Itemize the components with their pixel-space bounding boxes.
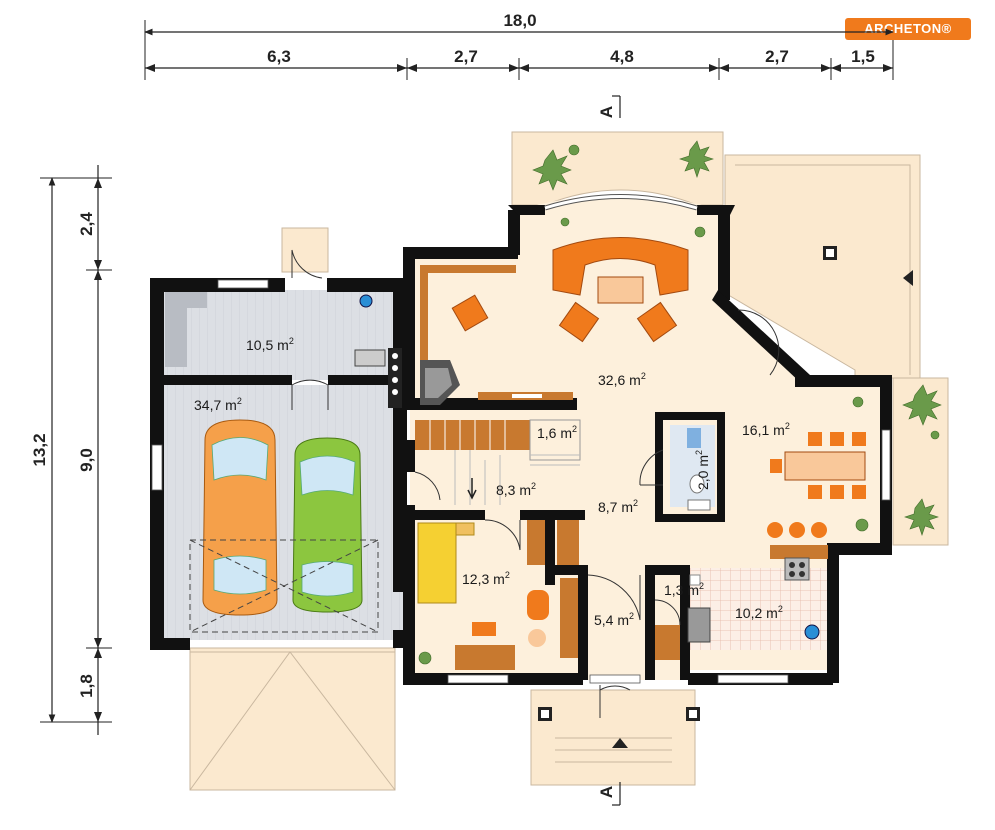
width-segment-4: 2,7 <box>765 47 789 66</box>
furniture <box>165 237 866 670</box>
room-area-vestibule: 5,4 m2 <box>594 611 634 628</box>
car-green <box>292 437 363 613</box>
section-marker-bottom: A <box>597 786 616 798</box>
width-segment-5: 1,5 <box>851 47 875 66</box>
cars <box>189 419 379 633</box>
room-area-garage: 34,7 m2 <box>194 396 242 413</box>
dimension-top: 18,0 6,3 2,7 4,8 2,7 1,5 <box>144 11 894 80</box>
room-area-living: 32,6 m2 <box>598 371 646 388</box>
room-area-bath: 2,0 m2 <box>694 450 711 490</box>
room-area-dining: 16,1 m2 <box>742 421 790 438</box>
room-area-hall: 8,7 m2 <box>598 498 638 515</box>
section-marker-top: A <box>597 106 616 118</box>
width-segment-3: 4,8 <box>610 47 634 66</box>
width-segment-1: 6,3 <box>267 47 291 66</box>
depth-segment-2: 9,0 <box>77 448 96 472</box>
room-area-pantry: 1,3 m2 <box>664 581 704 598</box>
overall-width-label: 18,0 <box>503 11 536 30</box>
doors <box>291 249 780 718</box>
depth-segment-3: 1,8 <box>77 674 96 698</box>
overall-depth-label: 13,2 <box>30 433 49 466</box>
room-labels: 10,5 m2 34,7 m2 32,6 m2 1,6 m2 2,0 m2 16… <box>194 336 790 628</box>
brand-reg: ® <box>941 21 952 36</box>
room-area-boiler: 10,5 m2 <box>246 336 294 353</box>
dimension-left: 13,2 2,4 9,0 1,8 <box>30 165 112 735</box>
car-orange <box>202 419 278 616</box>
room-area-stair-hall: 8,3 m2 <box>496 481 536 498</box>
section-markers: A A <box>597 95 621 806</box>
room-area-wardrobe: 1,6 m2 <box>537 424 577 441</box>
plants <box>418 140 942 665</box>
width-segment-2: 2,7 <box>454 47 478 66</box>
depth-segment-1: 2,4 <box>77 212 96 236</box>
room-area-kitchen: 10,2 m2 <box>735 604 783 621</box>
windows <box>151 194 891 684</box>
floors <box>162 195 885 680</box>
room-area-study: 12,3 m2 <box>462 570 510 587</box>
terraces <box>189 131 949 791</box>
